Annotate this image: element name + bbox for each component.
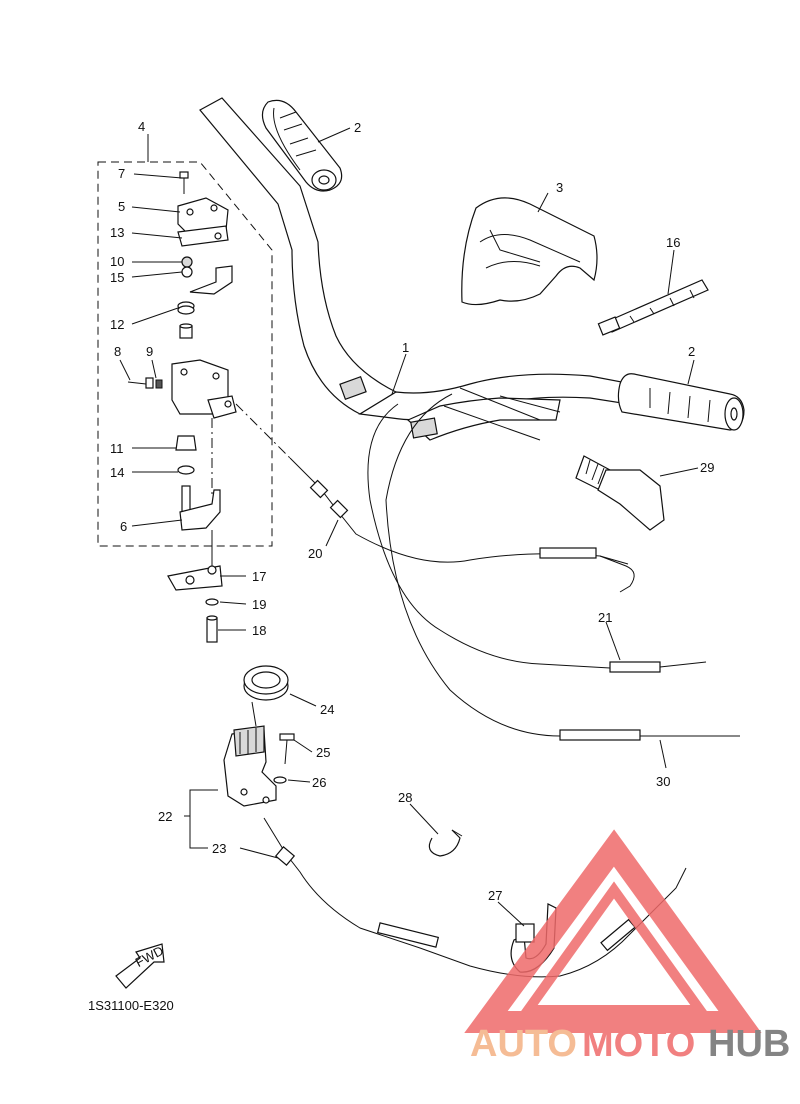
watermark-triangle bbox=[464, 829, 762, 1033]
grip-right bbox=[617, 373, 745, 431]
callout-14: 14 bbox=[110, 465, 124, 480]
watermark-auto: AUTO bbox=[470, 1023, 577, 1065]
lever-boot bbox=[575, 455, 665, 531]
switch-assembly bbox=[223, 665, 295, 807]
callout-16: 16 bbox=[666, 235, 680, 250]
callout-4: 4 bbox=[138, 119, 145, 134]
cable-tie bbox=[597, 279, 709, 336]
callout-11: 11 bbox=[110, 441, 124, 456]
callout-18: 18 bbox=[252, 623, 266, 638]
clip-28 bbox=[428, 829, 463, 857]
callout-24: 24 bbox=[320, 702, 334, 717]
cable-21 bbox=[367, 403, 707, 673]
callout-5: 5 bbox=[118, 199, 125, 214]
callout-19: 19 bbox=[252, 597, 266, 612]
throttle-assembly-parts bbox=[127, 171, 237, 531]
callout-23: 23 bbox=[212, 841, 226, 856]
callout-22: 22 bbox=[158, 809, 172, 824]
watermark-hub: HUB bbox=[708, 1023, 790, 1065]
switch-cable bbox=[263, 817, 687, 978]
clamp-parts bbox=[167, 530, 223, 643]
callout-13: 13 bbox=[110, 225, 124, 240]
leader-lines bbox=[119, 127, 699, 927]
diagram-code: 1S31100-E320 bbox=[88, 998, 174, 1013]
callout-3: 3 bbox=[556, 180, 563, 195]
callout-9: 9 bbox=[146, 344, 153, 359]
callout-8: 8 bbox=[114, 344, 121, 359]
callout-6: 6 bbox=[120, 519, 127, 534]
callout-29: 29 bbox=[700, 460, 714, 475]
callout-1: 1 bbox=[402, 340, 409, 355]
throttle-cable bbox=[235, 403, 635, 593]
callout-28: 28 bbox=[398, 790, 412, 805]
watermark-logo: AUTO MOTO HUB bbox=[464, 829, 790, 1065]
handlebar-pad bbox=[461, 197, 598, 306]
grip-left bbox=[261, 99, 343, 192]
callout-labels: 2 3 4 7 5 13 10 15 12 8 9 11 14 6 17 19 … bbox=[110, 119, 714, 903]
assembly-boundary bbox=[97, 161, 273, 547]
callout-30: 30 bbox=[656, 774, 670, 789]
cable-30 bbox=[385, 393, 740, 741]
handlebar bbox=[199, 97, 633, 441]
callout-26: 26 bbox=[312, 775, 326, 790]
callout-15: 15 bbox=[110, 270, 124, 285]
callout-17: 17 bbox=[252, 569, 266, 584]
callout-2-left: 2 bbox=[354, 120, 361, 135]
callout-21: 21 bbox=[598, 610, 612, 625]
callout-20: 20 bbox=[308, 546, 322, 561]
callout-12: 12 bbox=[110, 317, 124, 332]
callout-2-right: 2 bbox=[688, 344, 695, 359]
callout-10: 10 bbox=[110, 254, 124, 269]
callout-27: 27 bbox=[488, 888, 502, 903]
watermark-moto: MOTO bbox=[582, 1023, 695, 1065]
callout-7: 7 bbox=[118, 166, 125, 181]
fwd-arrow-icon: FWD bbox=[115, 943, 166, 989]
callout-25: 25 bbox=[316, 745, 330, 760]
